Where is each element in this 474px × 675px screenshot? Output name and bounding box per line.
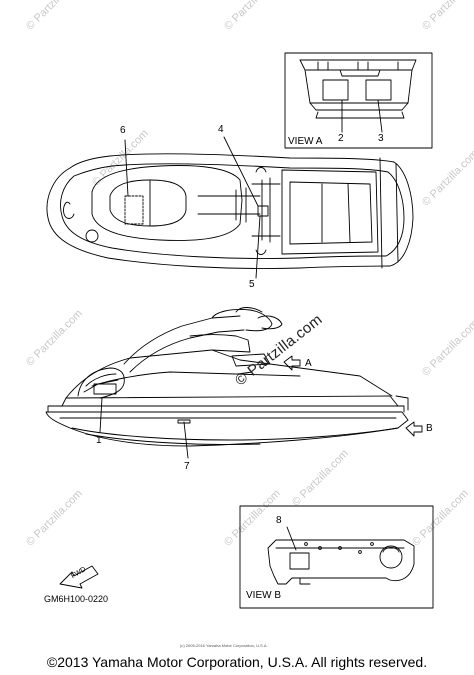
- label-8: [289, 552, 310, 570]
- view-b-arrow-label: B: [426, 423, 433, 434]
- callout-1: 1: [96, 435, 102, 446]
- view-b-frame: [239, 505, 434, 609]
- copyright: ©2013 Yamaha Motor Corporation, U.S.A. A…: [46, 654, 428, 670]
- small-print: (c) 2005-2016 Yamaha Motor Corporation, …: [180, 643, 268, 648]
- callout-6: 6: [120, 125, 126, 136]
- view-a-arrow-label: A: [305, 358, 312, 369]
- label-1: [93, 383, 117, 395]
- callout-3: 3: [378, 133, 384, 144]
- callout-7: 7: [184, 461, 190, 472]
- label-3: [365, 79, 392, 101]
- callout-5: 5: [249, 279, 255, 290]
- diagram-code: GM6H100-0220: [44, 594, 109, 604]
- callout-4: 4: [218, 124, 224, 135]
- label-6: [124, 195, 144, 225]
- callout-8: 8: [276, 515, 282, 526]
- callout-2: 2: [338, 133, 344, 144]
- view-b-title: VIEW B: [246, 590, 282, 601]
- label-2: [322, 79, 349, 101]
- view-a-title: VIEW A: [288, 136, 323, 147]
- view-a-frame: [284, 52, 433, 149]
